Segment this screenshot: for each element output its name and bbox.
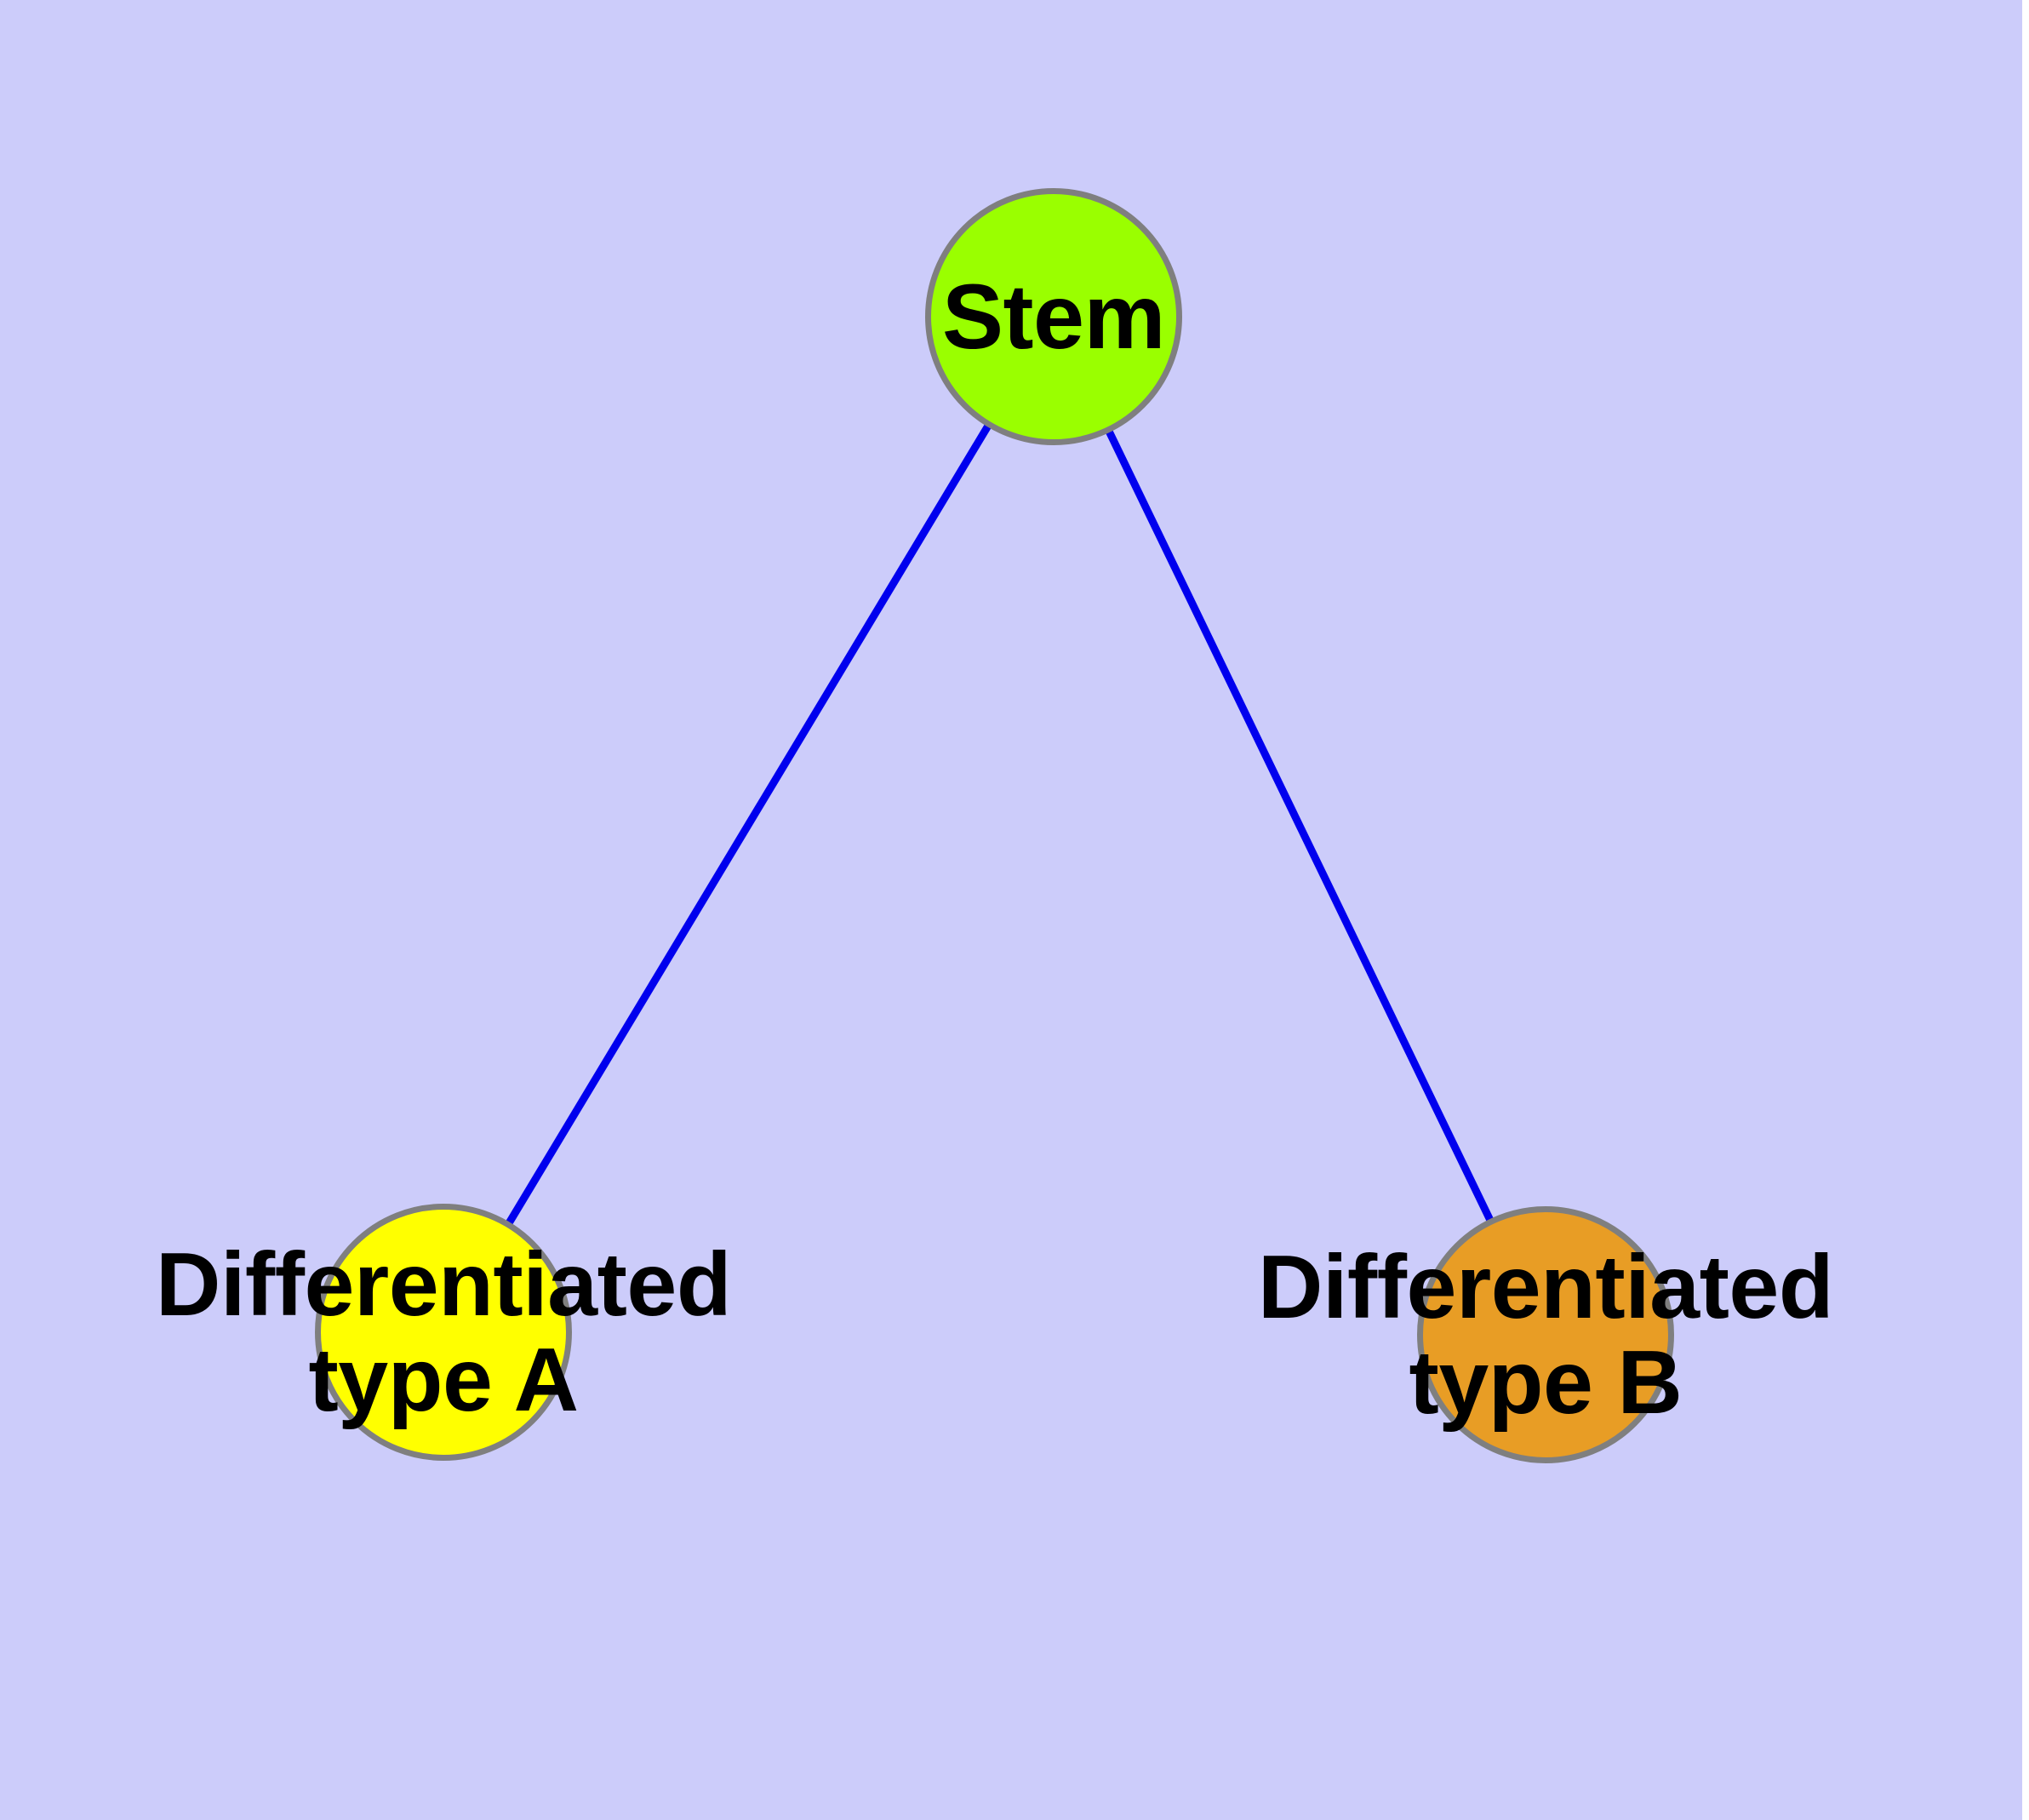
node-differentiated-type-b[interactable] bbox=[1417, 1206, 1674, 1463]
node-differentiated-type-a[interactable] bbox=[315, 1204, 572, 1461]
node-stem[interactable] bbox=[925, 188, 1182, 445]
edge-layer bbox=[503, 420, 1495, 1229]
edge-stem-to-differentiated-type-a bbox=[503, 420, 994, 1229]
edge-stem-to-differentiated-type-b bbox=[1104, 426, 1495, 1226]
node-layer bbox=[315, 188, 1674, 1463]
